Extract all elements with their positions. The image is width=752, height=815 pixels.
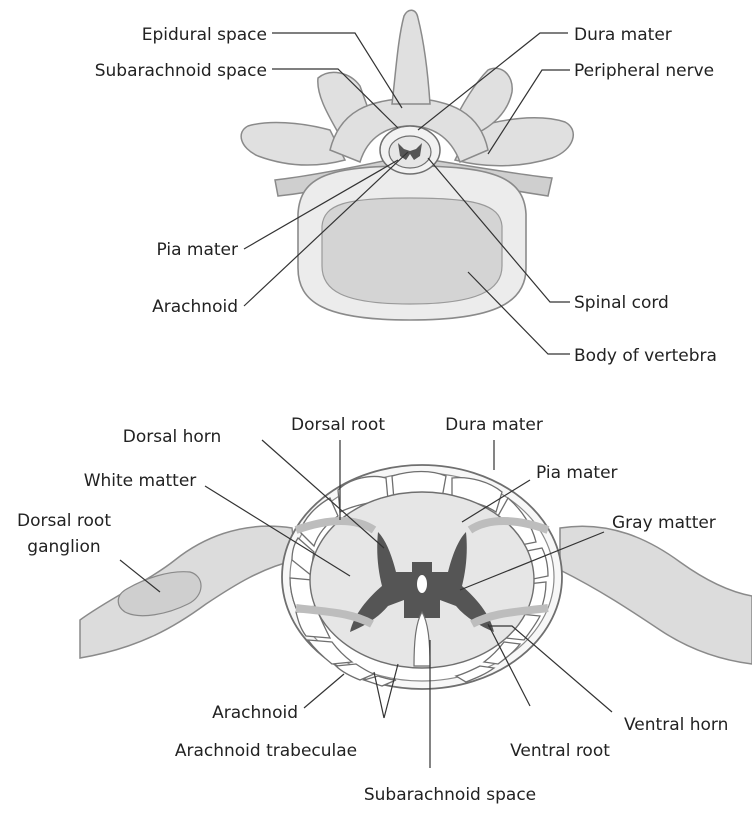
- label-arachnoid-top: Arachnoid: [152, 297, 238, 317]
- label-peripheral-nerve: Peripheral nerve: [574, 61, 714, 81]
- label-gray-matter: Gray matter: [612, 513, 716, 533]
- leader-arachnoid-bottom: [304, 674, 344, 708]
- label-arachnoid-trabeculae: Arachnoid trabeculae: [175, 741, 357, 761]
- label-dorsal-root: Dorsal root: [291, 415, 385, 435]
- label-dura-mater-top: Dura mater: [574, 25, 672, 45]
- label-dorsal-root-ganglion-line1: Dorsal root: [17, 511, 111, 531]
- label-dorsal-horn: Dorsal horn: [123, 427, 222, 447]
- top-vertebra-illustration: [241, 10, 573, 320]
- label-ventral-horn: Ventral horn: [624, 715, 728, 735]
- bottom-central-canal: [417, 575, 427, 593]
- label-spinal-cord: Spinal cord: [574, 293, 669, 313]
- label-white-matter: White matter: [84, 471, 197, 491]
- label-epidural-space: Epidural space: [142, 25, 267, 45]
- spinous-process: [392, 10, 430, 104]
- label-dura-mater-bottom: Dura mater: [445, 415, 543, 435]
- bottom-spinal-cord-illustration: [80, 465, 752, 689]
- right-spinal-nerve: [560, 526, 752, 664]
- label-body-of-vertebra: Body of vertebra: [574, 346, 717, 366]
- label-pia-mater-top: Pia mater: [156, 240, 238, 260]
- label-subarachnoid-space-top: Subarachnoid space: [95, 61, 267, 81]
- label-subarachnoid-space-bottom: Subarachnoid space: [364, 785, 536, 805]
- label-dorsal-root-ganglion-line2: ganglion: [27, 537, 100, 557]
- label-pia-mater-bottom: Pia mater: [536, 463, 618, 483]
- label-ventral-root: Ventral root: [510, 741, 610, 761]
- label-arachnoid-bottom: Arachnoid: [212, 703, 298, 723]
- left-transverse-process: [241, 123, 345, 165]
